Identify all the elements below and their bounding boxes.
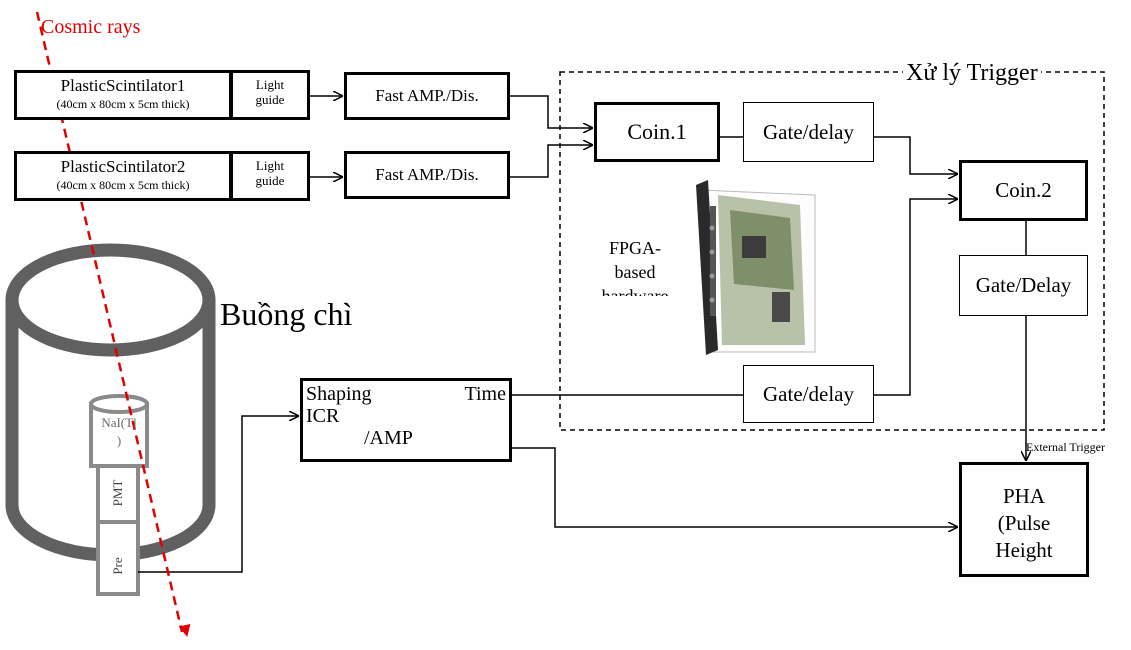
plastic-scintillator-2: PlasticScintilator2 (40cm x 80cm x 5cm t…	[14, 151, 232, 201]
pha-line3: Height	[995, 538, 1053, 562]
scintillator-2-dims: (40cm x 80cm x 5cm thick)	[56, 178, 190, 192]
light-guide-2-line1: Light	[255, 158, 285, 173]
shaping-line1-left: Shaping	[306, 383, 372, 405]
external-trigger-label: External Trigger	[1026, 440, 1105, 454]
nai-crystal-label-line2: )	[116, 433, 122, 448]
fast-amp-discriminator-2: Fast AMP./Dis.	[344, 151, 510, 199]
coincidence-1: Coin.1	[594, 102, 720, 162]
gate-delay-bottom: Gate/delay	[743, 365, 874, 423]
plastic-scintillator-1: PlasticScintilator1 (40cm x 80cm x 5cm t…	[14, 70, 232, 120]
nai-crystal-label: NaI(Tl )	[92, 414, 146, 450]
shaping-time-amp: Shaping Time ICR /AMP	[300, 378, 512, 462]
gate-delay-top: Gate/delay	[743, 102, 874, 162]
cosmic-rays-label: Cosmic rays	[41, 16, 141, 38]
coincidence-2: Coin.2	[959, 160, 1088, 221]
fpga-label: FPGA- based hardware	[590, 236, 680, 296]
fast-amp-discriminator-1: Fast AMP./Dis.	[344, 72, 510, 120]
wire-preamp-shaping	[138, 416, 298, 573]
wire-gate-bottom-coin2	[873, 199, 957, 396]
detector-stack	[89, 394, 149, 596]
light-guide-2: Light guide	[230, 151, 310, 201]
light-guide-2-line2: guide	[255, 173, 285, 188]
scintillator-1-name: PlasticScintilator1	[60, 76, 186, 95]
pulse-height-analyzer: PHA (Pulse Height	[959, 462, 1089, 577]
nai-crystal-label-line1: NaI(Tl	[101, 415, 137, 430]
fpga-label-line2: based	[614, 262, 656, 282]
pha-line2: (Pulse	[997, 511, 1051, 535]
gate-delay-right: Gate/Delay	[959, 255, 1088, 316]
light-guide-1: Light guide	[230, 70, 310, 120]
fpga-label-line3: hardware	[601, 286, 669, 296]
light-guide-1-line1: Light	[255, 77, 285, 92]
light-guide-1-line2: guide	[255, 92, 285, 107]
shaping-line3: /AMP	[364, 427, 413, 449]
wire-amp2-coin1	[508, 145, 592, 178]
lead-chamber-label: Buồng chì	[220, 296, 353, 332]
pha-line1: PHA	[1002, 484, 1045, 508]
scintillator-1-dims: (40cm x 80cm x 5cm thick)	[56, 97, 190, 111]
wire-shaping-pha	[510, 447, 957, 527]
trigger-region	[559, 71, 1105, 431]
scintillator-2-name: PlasticScintilator2	[60, 157, 186, 176]
pmt-label: PMT	[110, 479, 125, 507]
wire-amp1-coin1	[508, 95, 592, 128]
fpga-board-image	[696, 180, 816, 355]
fpga-label-line1: FPGA-	[608, 238, 661, 258]
trigger-region-title: Xử lý Trigger	[903, 60, 1041, 87]
preamp-label: Pre	[110, 557, 125, 575]
shaping-line1-right: Time	[464, 383, 506, 405]
wire-gate-coin2	[873, 136, 957, 174]
shaping-line2: ICR	[306, 405, 340, 427]
